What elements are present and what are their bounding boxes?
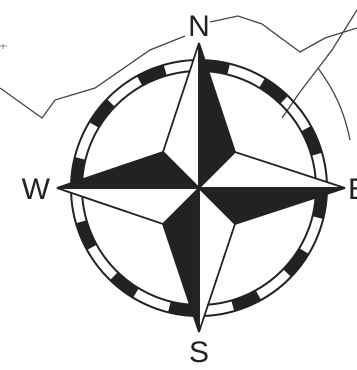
compass-rose: N E S W xyxy=(22,10,357,369)
south-label: S xyxy=(189,336,209,369)
compass-star xyxy=(57,43,345,332)
east-label: E xyxy=(348,173,357,206)
north-label: N xyxy=(188,10,210,43)
road-curve-right xyxy=(318,68,350,140)
road-line-top xyxy=(210,16,357,52)
map-tick-mark xyxy=(0,44,7,49)
west-label: W xyxy=(22,173,51,206)
